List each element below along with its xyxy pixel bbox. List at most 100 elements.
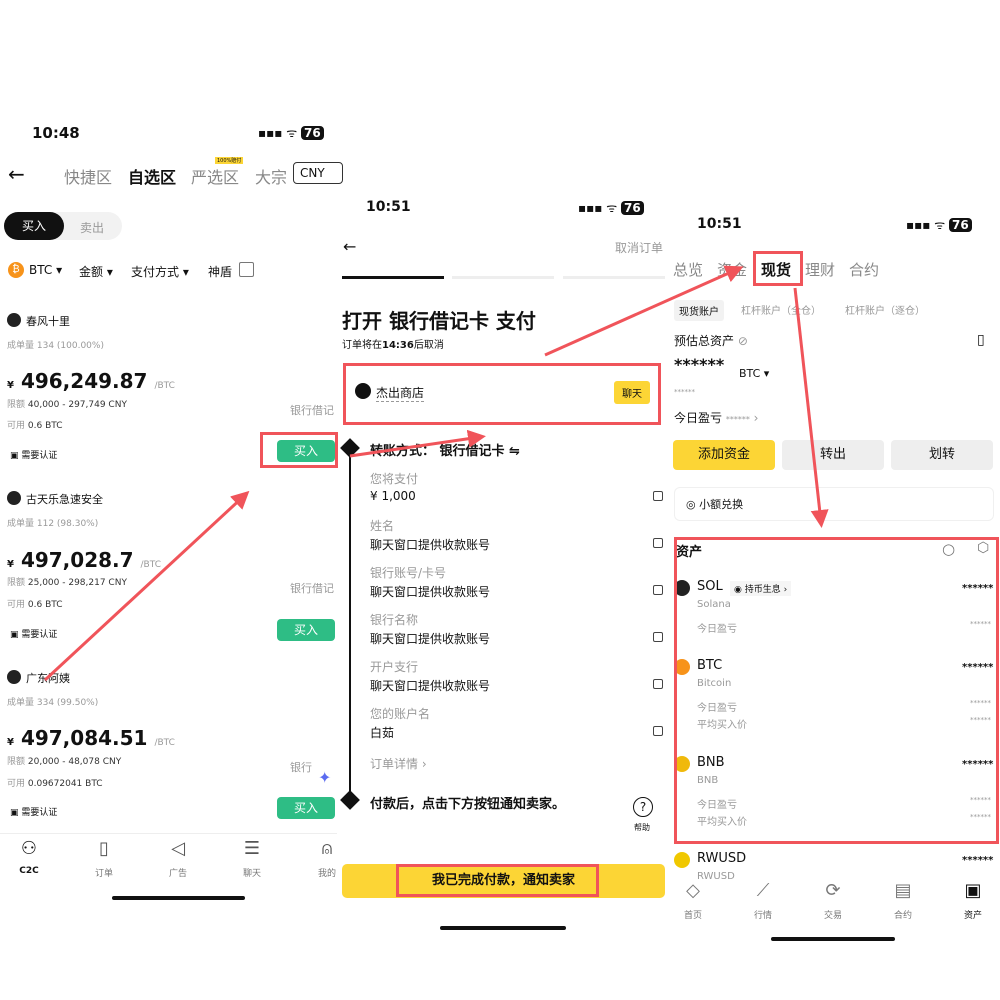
tab-spot[interactable]: 现货 xyxy=(761,261,792,279)
search-icon[interactable]: ○ xyxy=(942,540,956,558)
coin-filter[interactable]: BTC ▾ xyxy=(29,263,63,277)
back-icon[interactable]: ← xyxy=(343,237,357,256)
asset-balance: ****** xyxy=(962,583,994,594)
countdown: 订单将在14:36后取消 xyxy=(342,340,444,351)
tab-overview[interactable]: 总览 xyxy=(673,261,704,279)
field-value: ¥ 1,000 xyxy=(370,489,416,503)
payment-method: 银行借记 xyxy=(290,404,334,417)
asset-stat-label: 平均买入价 xyxy=(697,720,747,731)
copy-icon[interactable] xyxy=(653,585,663,595)
asset-symbol: BTC xyxy=(697,658,723,673)
btc-icon: ₿ xyxy=(8,262,24,278)
field-label: 银行名称 xyxy=(370,613,419,627)
orders-icon[interactable]: ▯ xyxy=(99,838,109,859)
nav-orders[interactable]: 订单 xyxy=(94,869,113,879)
nav-chat[interactable]: 聊天 xyxy=(242,869,261,879)
merchant-name[interactable]: 古天乐急速安全 xyxy=(26,493,103,506)
copy-icon[interactable] xyxy=(653,726,663,736)
asset-balance: ****** xyxy=(962,855,994,866)
merchant-name[interactable]: 春风十里 xyxy=(26,315,70,328)
subtab-cross-margin[interactable]: 杠杆账户（全仓） xyxy=(741,306,821,317)
tab-strict[interactable]: 严选区 xyxy=(191,168,240,187)
subtab-isolated-margin[interactable]: 杠杆账户（逐仓） xyxy=(845,306,925,317)
buy-button[interactable]: 买入 xyxy=(277,619,335,641)
buy-button[interactable]: 买入 xyxy=(277,797,335,819)
progress-step xyxy=(563,276,665,279)
home-indicator xyxy=(112,896,245,900)
c2c-icon[interactable]: ⚇ xyxy=(20,838,38,859)
est-assets-value: ****** xyxy=(674,355,725,374)
nav-ads[interactable]: 广告 xyxy=(168,869,187,879)
tab-earn[interactable]: 理财 xyxy=(805,261,836,279)
sell-toggle[interactable]: 卖出 xyxy=(80,221,105,235)
status-icons: ▪▪▪ ᯤ 76 xyxy=(578,199,644,216)
settings-icon[interactable]: ⬡ xyxy=(977,540,990,556)
annotation-box-assets xyxy=(674,537,999,844)
tab-bulk[interactable]: 大宗 xyxy=(255,168,288,187)
limit: 限额 40,000 - 297,749 CNY xyxy=(7,400,127,410)
tab-selected[interactable]: 自选区 xyxy=(128,168,177,187)
transfer-button[interactable]: 划转 xyxy=(891,440,993,470)
payment-filter[interactable]: 支付方式 ▾ xyxy=(131,265,189,279)
coin-icon xyxy=(674,756,690,772)
today-pnl[interactable]: 今日盈亏 ****** › xyxy=(674,411,759,425)
unit-select[interactable]: BTC ▾ xyxy=(739,367,770,380)
buy-button[interactable]: 买入 xyxy=(277,440,335,462)
staking-tag[interactable]: ◉ 持币生息 › xyxy=(730,581,792,596)
ads-icon[interactable]: ◁ xyxy=(171,838,185,859)
price: ¥ 497,084.51 /BTC xyxy=(7,726,175,750)
asset-name: BNB xyxy=(697,775,719,786)
subtab-spot-account[interactable]: 现货账户 xyxy=(674,300,724,321)
currency-select[interactable]: CNY xyxy=(293,162,343,184)
chat-icon[interactable]: ☰ xyxy=(243,838,261,859)
nav-item[interactable]: 行情 xyxy=(753,911,772,921)
avatar xyxy=(7,670,21,684)
back-icon[interactable]: ← xyxy=(8,162,25,186)
ai-assistant-icon[interactable]: ✦ xyxy=(318,768,332,787)
arrow xyxy=(43,490,250,682)
est-assets-sub: ****** xyxy=(674,388,695,396)
nav-me[interactable]: 我的 xyxy=(317,869,336,879)
small-convert[interactable]: ◎ 小额兑换 xyxy=(686,498,744,511)
avatar xyxy=(7,313,21,327)
field-label: 姓名 xyxy=(370,519,395,533)
order-details-link[interactable]: 订单详情 › xyxy=(370,757,427,771)
nav-1-icon[interactable]: ⟋ xyxy=(756,880,770,901)
est-assets-label: 预估总资产 ⊘ xyxy=(674,334,748,348)
nav-item[interactable]: 合约 xyxy=(893,911,912,921)
history-icon[interactable]: ▯ xyxy=(977,332,985,348)
chat-button[interactable]: 聊天 xyxy=(614,381,650,404)
order-stats: 成单量 112 (98.30%) xyxy=(7,519,99,529)
copy-icon[interactable] xyxy=(653,679,663,689)
nav-item[interactable]: 资产 xyxy=(963,911,982,921)
field-value: 聊天窗口提供收款账号 xyxy=(370,538,491,552)
price: ¥ 496,249.87 /BTC xyxy=(7,369,175,393)
help-icon[interactable]: ? xyxy=(633,797,653,817)
nav-2-icon[interactable]: ⟳ xyxy=(825,880,841,901)
confirm-payment-button[interactable]: 我已完成付款，通知卖家 xyxy=(342,864,665,898)
status-time: 10:48 xyxy=(32,124,80,142)
copy-icon[interactable] xyxy=(653,491,663,501)
small-convert-card[interactable] xyxy=(674,487,994,521)
tab-futures[interactable]: 合约 xyxy=(849,261,880,279)
shield-checkbox[interactable] xyxy=(239,262,254,277)
withdraw-button[interactable]: 转出 xyxy=(782,440,884,470)
nav-4-icon[interactable]: ▣ xyxy=(964,880,982,901)
tab-quick[interactable]: 快捷区 xyxy=(64,168,113,187)
nav-0-icon[interactable]: ◇ xyxy=(686,880,700,901)
payment-method: 银行借记 xyxy=(290,582,334,595)
merchant-name[interactable]: 杰出商店 xyxy=(376,386,425,402)
nav-3-icon[interactable]: ▤ xyxy=(894,880,912,901)
copy-icon[interactable] xyxy=(653,632,663,642)
copy-icon[interactable] xyxy=(653,538,663,548)
profile-icon[interactable]: ⍝ xyxy=(321,838,333,859)
add-funds-button[interactable]: 添加资金 xyxy=(673,440,775,470)
nav-item[interactable]: 首页 xyxy=(683,911,702,921)
help-label[interactable]: 帮助 xyxy=(634,823,650,832)
asset-stat-label: 今日盈亏 xyxy=(697,624,737,635)
nav-c2c[interactable]: C2C xyxy=(19,866,39,876)
amount-filter[interactable]: 金额 ▾ xyxy=(79,265,113,279)
cancel-order-link[interactable]: 取消订单 xyxy=(615,241,664,255)
buy-toggle[interactable]: 买入 xyxy=(4,212,64,240)
nav-item[interactable]: 交易 xyxy=(823,911,842,921)
